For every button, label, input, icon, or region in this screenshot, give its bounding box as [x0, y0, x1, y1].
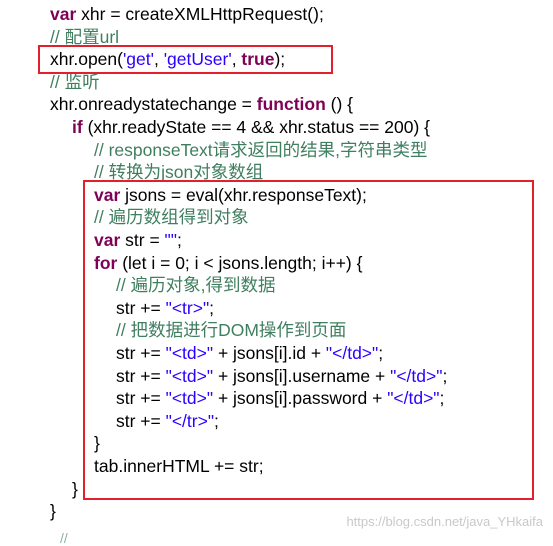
code-token: "<td>"	[165, 365, 214, 386]
code-line: for (let i = 0; i < jsons.length; i++) {	[94, 252, 362, 274]
code-token: ;	[442, 365, 448, 386]
code-token: "</td>"	[387, 388, 440, 409]
code-token: str +=	[116, 388, 166, 409]
code-token: str +=	[116, 410, 166, 431]
code-line: str += "<td>" + jsons[i].username + "</t…	[116, 365, 447, 387]
code-token: + jsons[i].id +	[213, 343, 326, 363]
code-token: "</td>"	[390, 365, 443, 386]
code-token: str =	[120, 230, 165, 250]
code-line: xhr.onreadystatechange = function () {	[50, 93, 353, 115]
code-token: "<td>"	[165, 343, 214, 363]
cut-off-line: //	[60, 530, 68, 546]
code-token: + jsons[i].password +	[213, 388, 388, 409]
code-line: // 监听	[50, 71, 100, 93]
code-token: xhr = createXMLHttpRequest();	[76, 4, 324, 24]
code-token: ;	[209, 297, 215, 318]
code-line: if (xhr.readyState == 4 && xhr.status ==…	[72, 116, 430, 138]
code-token: }	[50, 501, 56, 522]
code-token: () {	[325, 94, 353, 115]
code-token: ""	[164, 230, 177, 250]
highlight-box-open-call	[38, 45, 333, 74]
code-line: xhr.open('get', 'getUser', true);	[50, 48, 285, 70]
code-line: // 遍历数组得到对象	[94, 206, 249, 228]
code-token: }	[72, 478, 78, 499]
code-token: var	[50, 4, 77, 24]
code-token: // 转换为json对象数组	[94, 162, 264, 183]
code-line: str += "<tr>";	[116, 297, 214, 319]
code-token: "</td>"	[325, 343, 379, 363]
code-token: "</tr>"	[165, 410, 215, 431]
code-token: "<td>"	[165, 388, 214, 409]
code-token: // 配置url	[50, 26, 120, 47]
code-line: var str = "";	[94, 229, 182, 251]
code-token: + jsons[i].username +	[213, 365, 391, 386]
code-line: }	[72, 478, 78, 500]
code-token: ;	[176, 230, 182, 250]
code-token: // 遍历对象,得到数据	[116, 275, 276, 296]
code-line: str += "<td>" + jsons[i].id + "</td>";	[116, 342, 383, 364]
code-line: // 转换为json对象数组	[94, 161, 263, 183]
code-line: str += "</tr>";	[116, 410, 219, 432]
code-token: tab.innerHTML += str;	[94, 456, 264, 476]
code-line: tab.innerHTML += str;	[94, 455, 264, 477]
code-line: str += "<td>" + jsons[i].password + "</t…	[116, 387, 444, 409]
code-token: }	[94, 433, 100, 454]
code-line: var xhr = createXMLHttpRequest();	[50, 3, 324, 25]
code-token: );	[274, 49, 286, 70]
code-token: ;	[378, 343, 384, 363]
code-token: (let i = 0; i < jsons.length; i++) {	[117, 252, 363, 273]
code-token: if	[72, 117, 83, 137]
code-line: // 遍历对象,得到数据	[116, 274, 275, 296]
code-token: ,	[153, 49, 164, 70]
code-line: var jsons = eval(xhr.responseText);	[94, 184, 367, 206]
code-token: str +=	[116, 297, 166, 318]
code-token: ;	[439, 388, 445, 409]
code-line: }	[50, 500, 56, 522]
code-token: for	[94, 252, 118, 273]
highlight-box-response-handler	[83, 180, 534, 500]
watermark: https://blog.csdn.net/java_YHkaifa	[346, 514, 543, 529]
code-line: // 配置url	[50, 26, 119, 48]
code-token: // 遍历数组得到对象	[94, 207, 249, 228]
code-token: str +=	[116, 365, 166, 386]
code-token: ,	[231, 49, 242, 70]
code-token: jsons = eval(xhr.responseText);	[120, 184, 367, 205]
code-token: // responseText请求返回的结果,字符串类型	[94, 139, 428, 160]
code-token: "<tr>"	[165, 297, 210, 318]
code-token: 'get'	[122, 49, 154, 70]
code-line: }	[94, 432, 100, 454]
code-token: xhr.open(	[50, 49, 123, 70]
code-token: str +=	[116, 343, 166, 363]
code-token: // 把数据进行DOM操作到页面	[116, 320, 347, 341]
code-line: // responseText请求返回的结果,字符串类型	[94, 139, 428, 161]
code-token: 'getUser'	[163, 49, 232, 70]
code-token: (xhr.readyState == 4 && xhr.status == 20…	[82, 117, 430, 137]
code-token: var	[94, 184, 121, 205]
code-token: ;	[214, 410, 219, 431]
code-token: true	[241, 49, 275, 70]
code-token: var	[94, 230, 121, 250]
code-token: xhr.onreadystatechange =	[50, 94, 257, 115]
code-token: function	[256, 94, 326, 115]
code-token: // 监听	[50, 71, 100, 92]
code-line: // 把数据进行DOM操作到页面	[116, 319, 346, 341]
